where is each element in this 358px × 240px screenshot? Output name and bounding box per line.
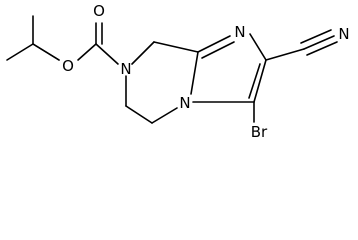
atom-piperazine-nitrogen: N	[120, 60, 131, 78]
atom-carbonyl-oxygen: O	[93, 2, 105, 20]
structure-canvas: O O N N N N Br	[6, 2, 350, 141]
bond-nitrile-triple-c	[306, 41, 338, 56]
bond-bridge-n-to-fusion-c	[190, 51, 199, 95]
bond-n-to-ch2-top	[131, 41, 155, 65]
bond-ch2-to-fusion-c	[153, 41, 199, 53]
bond-nitrile-c-c	[265, 48, 305, 61]
atom-ether-oxygen: O	[62, 57, 74, 75]
atom-nitrile-nitrogen: N	[338, 25, 349, 43]
bond-ch2-to-bridge-n	[151, 107, 178, 124]
bond-c2-to-c3-a	[253, 59, 267, 103]
bond-c2-to-c3-b	[248, 63, 261, 99]
bond-ch2-to-ch2-bottom	[125, 105, 153, 124]
bond-fusion-c-to-imidazole-n-b	[201, 41, 235, 59]
bond-imidazole-n-to-c2	[249, 33, 267, 61]
bond-tbu-to-oxygen	[32, 43, 60, 61]
atom-bromine: Br	[251, 123, 268, 141]
bond-o-to-carbonyl-c	[77, 43, 97, 61]
bond-tbu-methyl-left	[6, 43, 34, 61]
chemical-structure-diagram: O O N N N N Br	[6, 2, 350, 141]
atom-bridge-nitrogen: N	[179, 94, 190, 112]
bond-nitrile-triple-a	[303, 35, 335, 50]
bond-fusion-c-to-imidazole-n-a	[197, 35, 231, 53]
bond-carbonyl-c-to-n	[95, 43, 119, 65]
atom-imidazole-nitrogen: N	[234, 23, 245, 41]
bond-nitrile-triple-b	[300, 29, 332, 44]
